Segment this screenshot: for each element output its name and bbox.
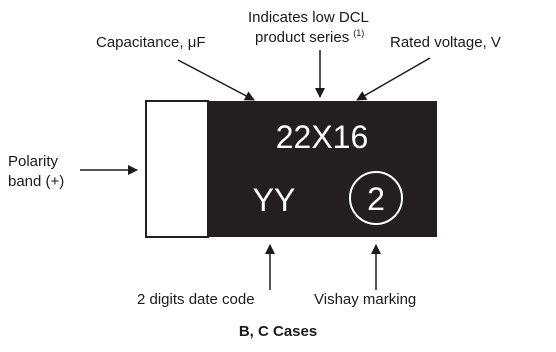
- caption: B, C Cases: [239, 323, 317, 340]
- vishay-marking-label: Vishay marking: [314, 291, 416, 308]
- vishay-logo-circle: [349, 171, 403, 225]
- rated-voltage-arrow: [356, 57, 431, 101]
- date-code-marking: YY: [253, 182, 296, 218]
- dcl-label-line2: product series (1): [255, 28, 364, 46]
- polarity-label-line2: band (+): [8, 173, 64, 190]
- capacitance-arrow: [177, 59, 255, 101]
- dcl-footnote: (1): [353, 28, 364, 38]
- date-code-label: 2 digits date code: [137, 291, 255, 308]
- polarity-band: [145, 100, 209, 238]
- vishay-logo-number: 2: [367, 181, 385, 217]
- dcl-label-text: product series: [255, 29, 349, 46]
- polarity-label-line1: Polarity: [8, 153, 59, 170]
- top-code: 22X16: [276, 119, 369, 155]
- capacitance-label: Capacitance, μF: [96, 34, 206, 51]
- dcl-label-line1: Indicates low DCL: [248, 9, 369, 26]
- rated-voltage-label: Rated voltage, V: [390, 34, 501, 51]
- capacitor-body: [208, 101, 437, 237]
